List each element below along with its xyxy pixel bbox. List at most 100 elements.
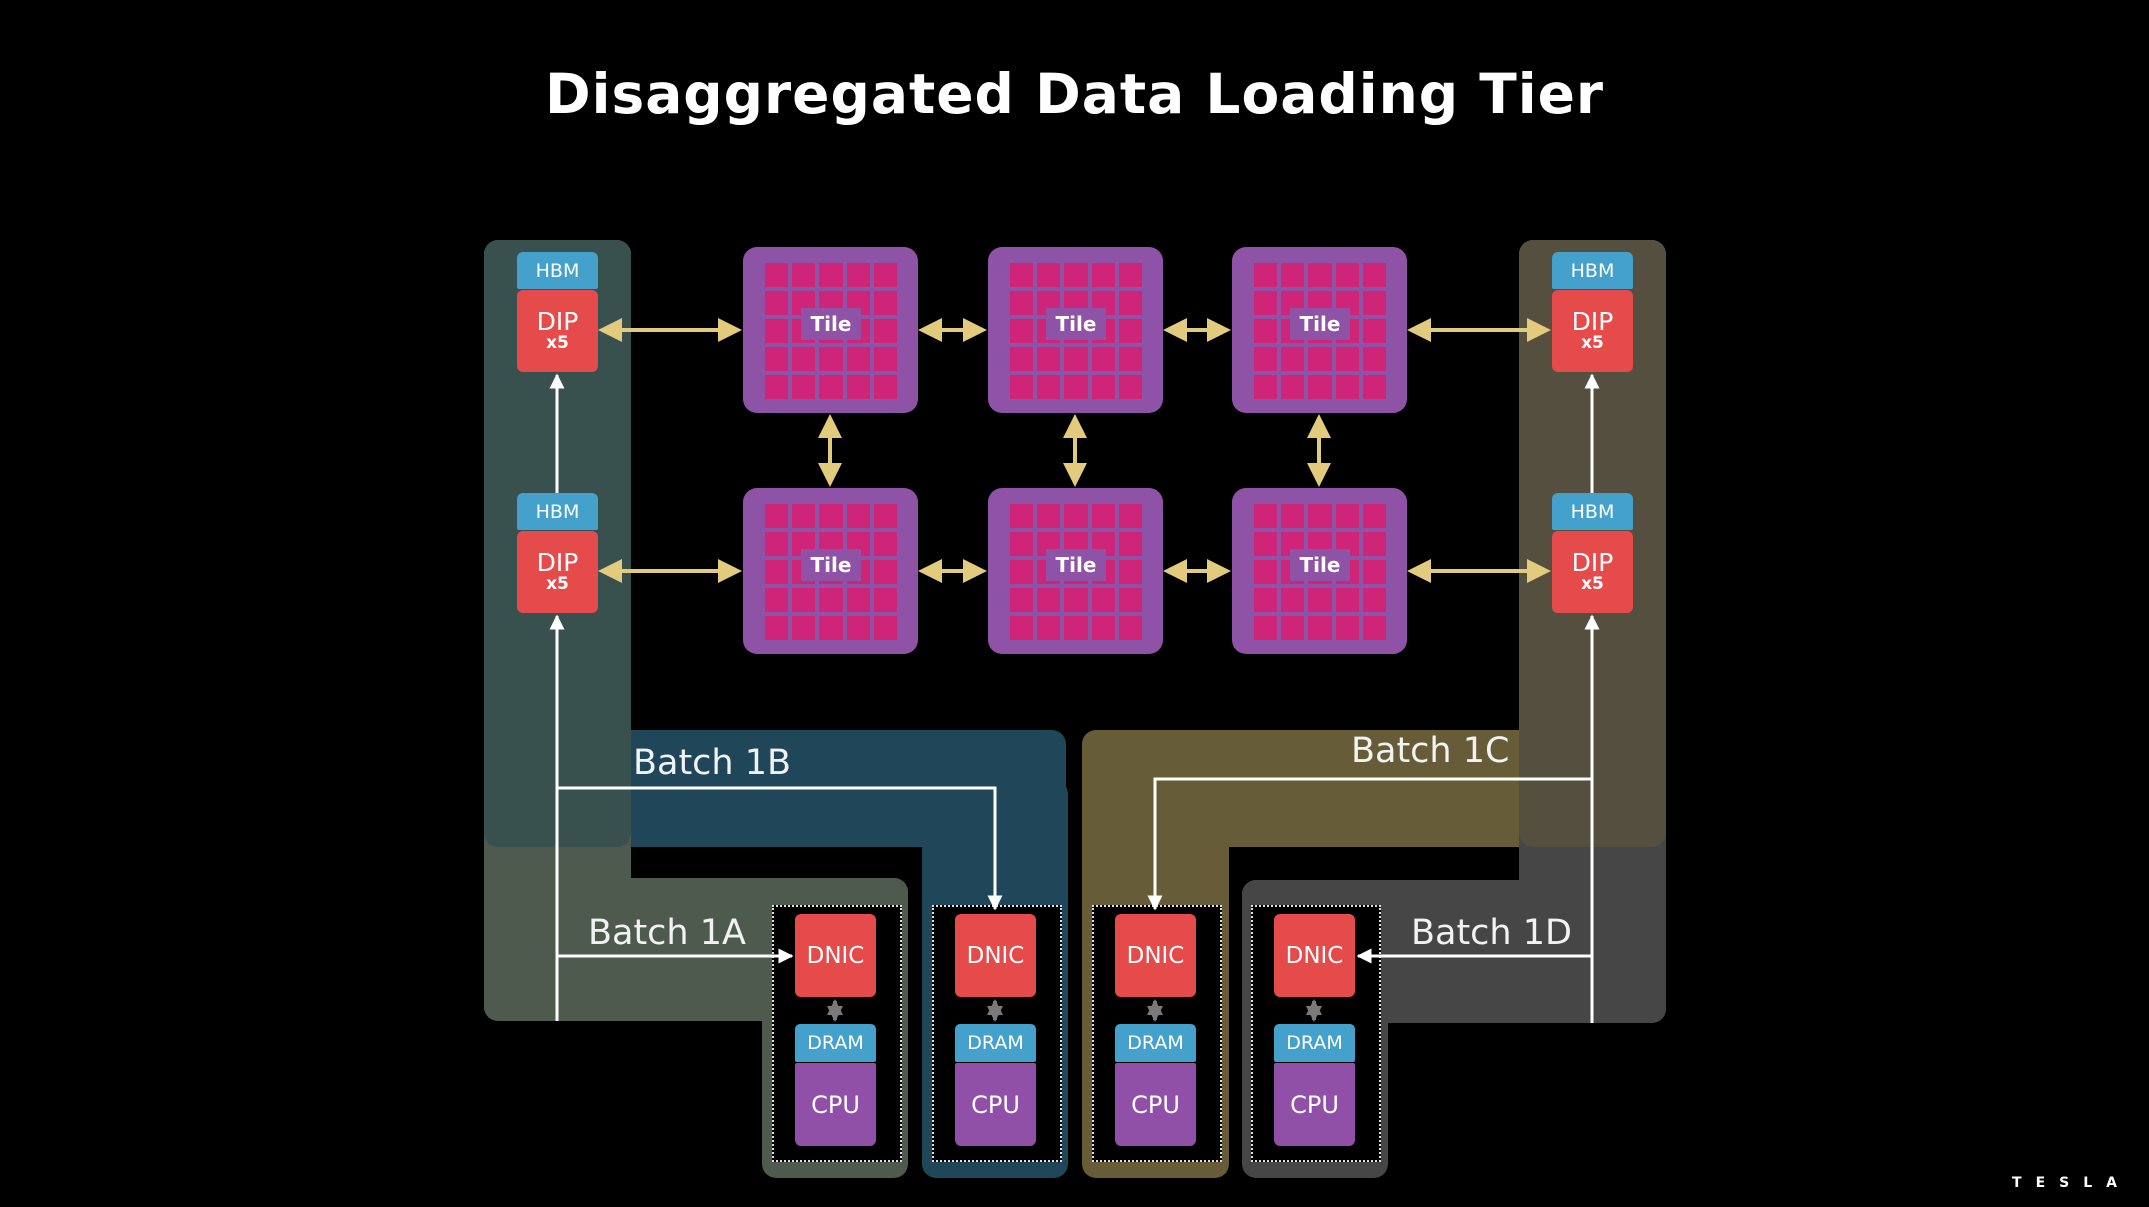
training-node-cell <box>1362 532 1386 556</box>
batch-label-1a: Batch 1A <box>588 913 746 953</box>
dram-block: DRAM <box>1115 1024 1196 1062</box>
batch-1c-link <box>1147 777 1592 911</box>
training-node-cell <box>1091 375 1115 399</box>
training-node-cell <box>1308 375 1332 399</box>
training-node-cell <box>1118 504 1142 528</box>
training-node-cell <box>1037 504 1061 528</box>
tile-label: Tile <box>801 549 861 581</box>
training-node-cell <box>1362 347 1386 371</box>
training-node-cell <box>792 375 816 399</box>
tile: Tile <box>1232 247 1407 413</box>
training-node-cell <box>873 560 897 584</box>
tile: Tile <box>988 247 1163 413</box>
training-node-cell <box>1010 532 1034 556</box>
training-node-cell <box>873 588 897 612</box>
training-node-cell <box>765 291 789 315</box>
dnic-block: DNIC <box>795 914 876 997</box>
training-node-cell <box>1118 616 1142 640</box>
training-node-cell <box>1281 263 1305 287</box>
dnic-block: DNIC <box>1115 914 1196 997</box>
training-node-cell <box>873 319 897 343</box>
training-node-cell <box>1091 616 1115 640</box>
training-node-cell <box>792 616 816 640</box>
training-node-cell <box>792 347 816 371</box>
cpu-block: CPU <box>1115 1063 1196 1146</box>
tile-label: Tile <box>1290 549 1350 581</box>
training-node-cell <box>873 291 897 315</box>
training-node-cell <box>873 504 897 528</box>
training-node-cell <box>1281 588 1305 612</box>
training-node-cell <box>1254 291 1278 315</box>
dram-block: DRAM <box>1274 1024 1355 1062</box>
training-node-cell <box>765 347 789 371</box>
training-node-cell <box>1010 504 1034 528</box>
training-node-cell <box>792 504 816 528</box>
training-node-cell <box>1254 263 1278 287</box>
training-node-cell <box>1010 375 1034 399</box>
training-node-cell <box>765 588 789 612</box>
training-node-cell <box>765 375 789 399</box>
tile: Tile <box>743 488 918 654</box>
training-node-cell <box>1362 319 1386 343</box>
slide-title: Disaggregated Data Loading Tier <box>544 62 1605 126</box>
dnic-block: DNIC <box>955 914 1036 997</box>
tile-core-grid <box>765 263 897 399</box>
training-node-cell <box>1254 560 1278 584</box>
training-node-cell <box>765 263 789 287</box>
cpu-block: CPU <box>795 1063 876 1146</box>
batch-label-1c: Batch 1C <box>1351 731 1510 771</box>
training-node-cell <box>1037 375 1061 399</box>
training-node-cell <box>1335 263 1359 287</box>
training-node-cell <box>819 263 843 287</box>
hbm-block: HBM <box>517 493 598 530</box>
training-node-cell <box>1091 347 1115 371</box>
training-node-cell <box>1254 375 1278 399</box>
training-node-cell <box>1064 616 1088 640</box>
training-node-cell <box>1362 263 1386 287</box>
training-node-cell <box>1281 504 1305 528</box>
tile-core-grid <box>1010 263 1142 399</box>
training-node-cell <box>1335 347 1359 371</box>
training-node-cell <box>765 560 789 584</box>
cpu-block: CPU <box>955 1063 1036 1146</box>
training-node-cell <box>1037 263 1061 287</box>
training-node-cell <box>1118 375 1142 399</box>
tile-label: Tile <box>1046 308 1106 340</box>
training-node-cell <box>873 347 897 371</box>
training-node-cell <box>819 375 843 399</box>
training-node-cell <box>1064 263 1088 287</box>
training-node-cell <box>1010 347 1034 371</box>
hbm-block: HBM <box>1552 252 1633 289</box>
training-node-cell <box>1118 347 1142 371</box>
training-node-cell <box>792 588 816 612</box>
training-node-cell <box>1254 319 1278 343</box>
training-node-cell <box>1091 504 1115 528</box>
training-node-cell <box>1362 291 1386 315</box>
training-node-cell <box>1254 616 1278 640</box>
training-node-cell <box>765 319 789 343</box>
tile-label: Tile <box>1046 549 1106 581</box>
training-node-cell <box>1091 263 1115 287</box>
training-node-cell <box>819 347 843 371</box>
tile: Tile <box>988 488 1163 654</box>
training-node-cell <box>846 616 870 640</box>
training-node-cell <box>765 532 789 556</box>
training-node-cell <box>1118 532 1142 556</box>
training-node-cell <box>1118 263 1142 287</box>
training-node-cell <box>1118 588 1142 612</box>
training-node-cell <box>792 263 816 287</box>
training-node-cell <box>873 263 897 287</box>
training-node-cell <box>1064 504 1088 528</box>
dip-multiplier: x5 <box>546 333 569 354</box>
dip-label: DIP <box>1571 547 1614 577</box>
dnic-block: DNIC <box>1274 914 1355 997</box>
training-node-cell <box>873 375 897 399</box>
batch-label-1b: Batch 1B <box>633 743 792 783</box>
training-node-cell <box>1308 347 1332 371</box>
batch-1d-link <box>1356 779 1594 964</box>
hbm-block: HBM <box>517 252 598 289</box>
training-node-cell <box>1064 375 1088 399</box>
